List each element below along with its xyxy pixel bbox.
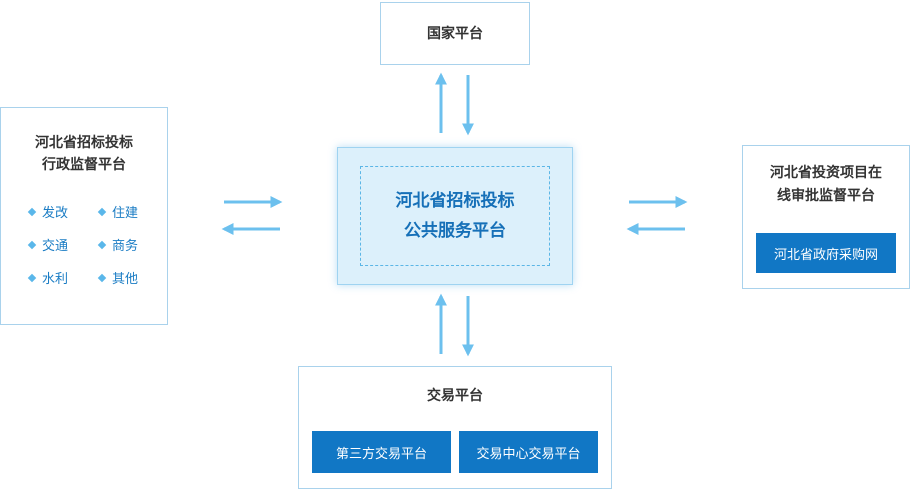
category-item[interactable]: 其他 <box>97 268 139 287</box>
trading-platform-box: 交易平台 第三方交易平台 交易中心交易平台 <box>298 366 612 489</box>
third-party-trading-button[interactable]: 第三方交易平台 <box>312 431 451 473</box>
supervision-title-line1: 河北省招标投标 <box>35 135 133 151</box>
public-service-platform-inner: 河北省招标投标 公共服务平台 <box>360 166 550 266</box>
category-item[interactable]: 交通 <box>27 235 69 254</box>
government-procurement-button[interactable]: 河北省政府采购网 <box>756 233 896 273</box>
public-service-platform-box: 河北省招标投标 公共服务平台 <box>337 147 573 285</box>
category-item[interactable]: 住建 <box>97 202 139 221</box>
investment-title-line2: 线审批监督平台 <box>777 188 875 204</box>
category-label: 发改 <box>42 206 69 221</box>
category-label: 住建 <box>112 206 139 221</box>
category-item[interactable]: 发改 <box>27 202 69 221</box>
category-label: 商务 <box>112 239 139 254</box>
supervision-platform-box: 河北省招标投标 行政监督平台 发改 住建 交通 商务 水利 其他 <box>0 107 168 325</box>
center-title-line2: 公共服务平台 <box>404 221 506 241</box>
category-label: 交通 <box>42 239 69 254</box>
center-title-line1: 河北省招标投标 <box>395 191 515 211</box>
category-item[interactable]: 商务 <box>97 235 139 254</box>
supervision-title-line2: 行政监督平台 <box>42 157 126 173</box>
national-platform-title: 国家平台 <box>427 26 483 42</box>
national-platform-box: 国家平台 <box>380 2 530 65</box>
investment-title-line1: 河北省投资项目在 <box>770 165 882 181</box>
trading-center-button[interactable]: 交易中心交易平台 <box>459 431 598 473</box>
category-item[interactable]: 水利 <box>27 268 69 287</box>
category-label: 水利 <box>42 272 69 287</box>
investment-platform-box: 河北省投资项目在 线审批监督平台 河北省政府采购网 <box>742 145 910 289</box>
category-label: 其他 <box>112 272 139 287</box>
trading-platform-title: 交易平台 <box>427 388 483 404</box>
